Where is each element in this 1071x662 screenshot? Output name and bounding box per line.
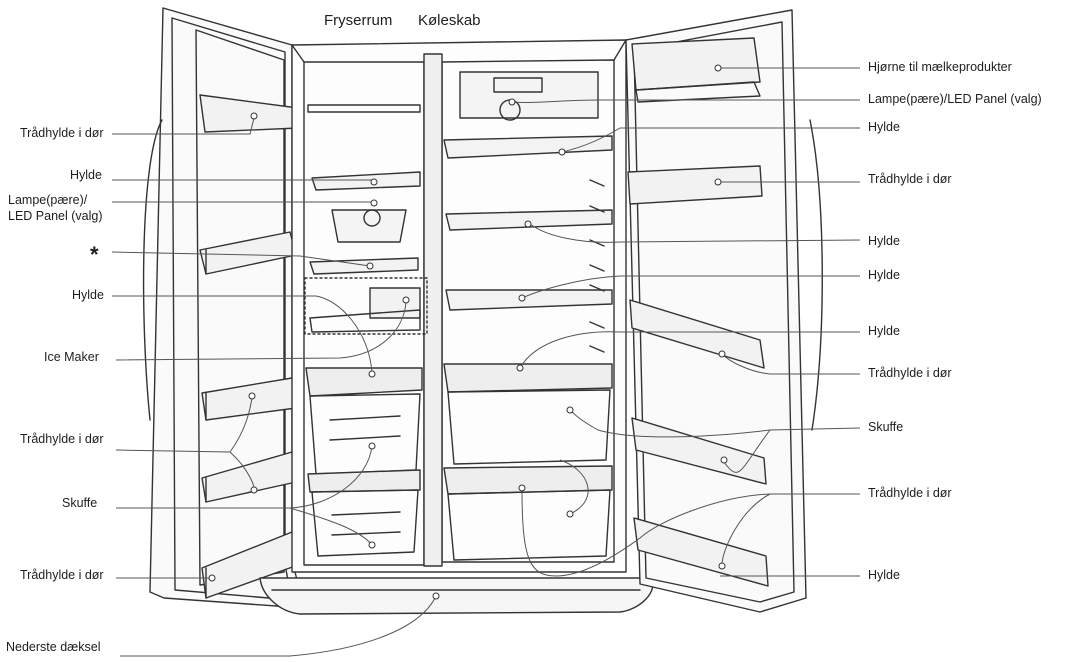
label-left-door-shelf-3: Trådhylde i dør	[20, 568, 104, 582]
label-right-shelf-5: Hylde	[868, 568, 900, 582]
label-right-drawer: Skuffe	[868, 420, 904, 434]
label-left-lamp-line2: LED Panel (valg)	[8, 209, 103, 223]
leader-lines	[111, 67, 861, 657]
label-left-shelf-2: Hylde	[72, 288, 104, 302]
label-left-door-shelf-1: Trådhylde i dør	[20, 126, 104, 140]
cabinet	[259, 39, 654, 615]
asterisk-marker: *	[90, 242, 99, 267]
label-right-shelf-4: Hylde	[868, 324, 900, 338]
freezer-title: Fryserrum	[324, 12, 393, 29]
label-left-door-shelf-2: Trådhylde i dør	[20, 432, 104, 446]
label-dairy-corner: Hjørne til mælkeprodukter	[868, 60, 1012, 74]
label-right-door-shelf-3: Trådhylde i dør	[868, 486, 952, 500]
label-right-door-shelf-1: Trådhylde i dør	[868, 172, 952, 186]
label-bottom-cover: Nederste dæksel	[6, 640, 101, 654]
right-door	[625, 9, 823, 613]
label-right-door-shelf-2: Trådhylde i dør	[868, 366, 952, 380]
label-right-shelf-2: Hylde	[868, 234, 900, 248]
label-left-drawer: Skuffe	[62, 496, 98, 510]
label-ice-maker: Ice Maker	[44, 350, 99, 364]
leader-dots	[208, 64, 728, 600]
ice-maker-region	[304, 277, 428, 335]
left-door	[142, 7, 305, 609]
label-right-shelf-1: Hylde	[868, 120, 900, 134]
fridge-title: Køleskab	[418, 12, 481, 29]
label-left-shelf-1: Hylde	[70, 168, 102, 182]
label-right-shelf-3: Hylde	[868, 268, 900, 282]
label-right-lamp: Lampe(pære)/LED Panel (valg)	[868, 92, 1042, 106]
label-left-lamp-line1: Lampe(pære)/	[8, 193, 88, 207]
